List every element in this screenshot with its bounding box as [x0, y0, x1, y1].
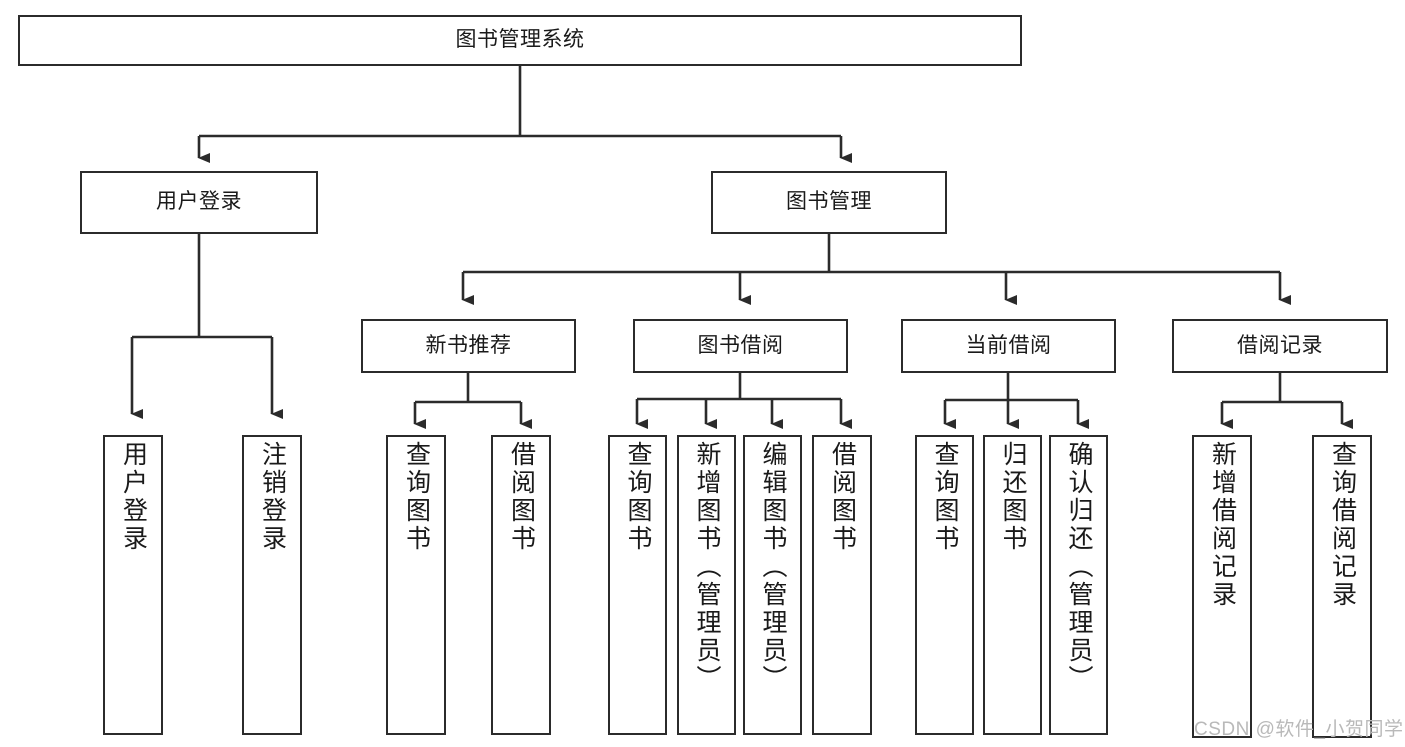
leaf-query-record-label: 查询借阅记录: [1328, 441, 1357, 609]
leaf-return-book[interactable]: 归还图书: [983, 435, 1042, 735]
leaf-user-logout[interactable]: 注销登录: [242, 435, 302, 735]
leaf-add-record-label: 新增借阅记录: [1208, 441, 1237, 609]
node-book-borrow-label: 图书借阅: [697, 333, 784, 357]
node-borrow-record[interactable]: 借阅记录: [1172, 319, 1388, 373]
node-current-borrow[interactable]: 当前借阅: [901, 319, 1116, 373]
leaf-borrow-book-1-label: 借阅图书: [507, 441, 536, 553]
leaf-user-login-label: 用户登录: [119, 441, 148, 553]
leaf-user-logout-label: 注销登录: [258, 441, 287, 553]
leaf-return-book-label: 归还图书: [999, 441, 1027, 553]
leaf-query-book-1-label: 查询图书: [402, 441, 431, 553]
leaf-borrow-book-2[interactable]: 借阅图书: [812, 435, 872, 735]
node-root-label: 图书管理系统: [455, 28, 585, 52]
leaf-borrow-book-2-label: 借阅图书: [828, 441, 857, 553]
leaf-query-book-3-label: 查询图书: [931, 441, 959, 553]
node-new-book-recommend-label: 新书推荐: [425, 333, 512, 357]
watermark-text: CSDN @软件_小贺同学: [1194, 719, 1404, 740]
node-new-book-recommend[interactable]: 新书推荐: [361, 319, 576, 373]
node-book-manage[interactable]: 图书管理: [711, 171, 947, 234]
node-borrow-record-label: 借阅记录: [1237, 333, 1323, 357]
leaf-add-book-label: 新增图书（管理员）: [693, 441, 721, 693]
node-root[interactable]: 图书管理系统: [18, 15, 1022, 66]
leaf-query-book-3[interactable]: 查询图书: [915, 435, 974, 735]
leaf-edit-book-label: 编辑图书（管理员）: [759, 441, 787, 693]
leaf-query-book-2-label: 查询图书: [624, 441, 652, 553]
leaf-query-record[interactable]: 查询借阅记录: [1312, 435, 1372, 738]
leaf-confirm-return-label: 确认归还（管理员）: [1065, 441, 1093, 693]
node-current-borrow-label: 当前借阅: [965, 333, 1052, 357]
leaf-borrow-book-1[interactable]: 借阅图书: [491, 435, 551, 735]
node-user-login-label: 用户登录: [156, 190, 242, 214]
leaf-query-book-2[interactable]: 查询图书: [608, 435, 667, 735]
leaf-confirm-return[interactable]: 确认归还（管理员）: [1049, 435, 1108, 735]
leaf-user-login[interactable]: 用户登录: [103, 435, 163, 735]
leaf-add-book[interactable]: 新增图书（管理员）: [677, 435, 736, 735]
node-book-borrow[interactable]: 图书借阅: [633, 319, 848, 373]
leaf-edit-book[interactable]: 编辑图书（管理员）: [743, 435, 802, 735]
leaf-add-record[interactable]: 新增借阅记录: [1192, 435, 1252, 738]
node-user-login[interactable]: 用户登录: [80, 171, 318, 234]
leaf-query-book-1[interactable]: 查询图书: [386, 435, 446, 735]
node-book-manage-label: 图书管理: [786, 190, 872, 214]
